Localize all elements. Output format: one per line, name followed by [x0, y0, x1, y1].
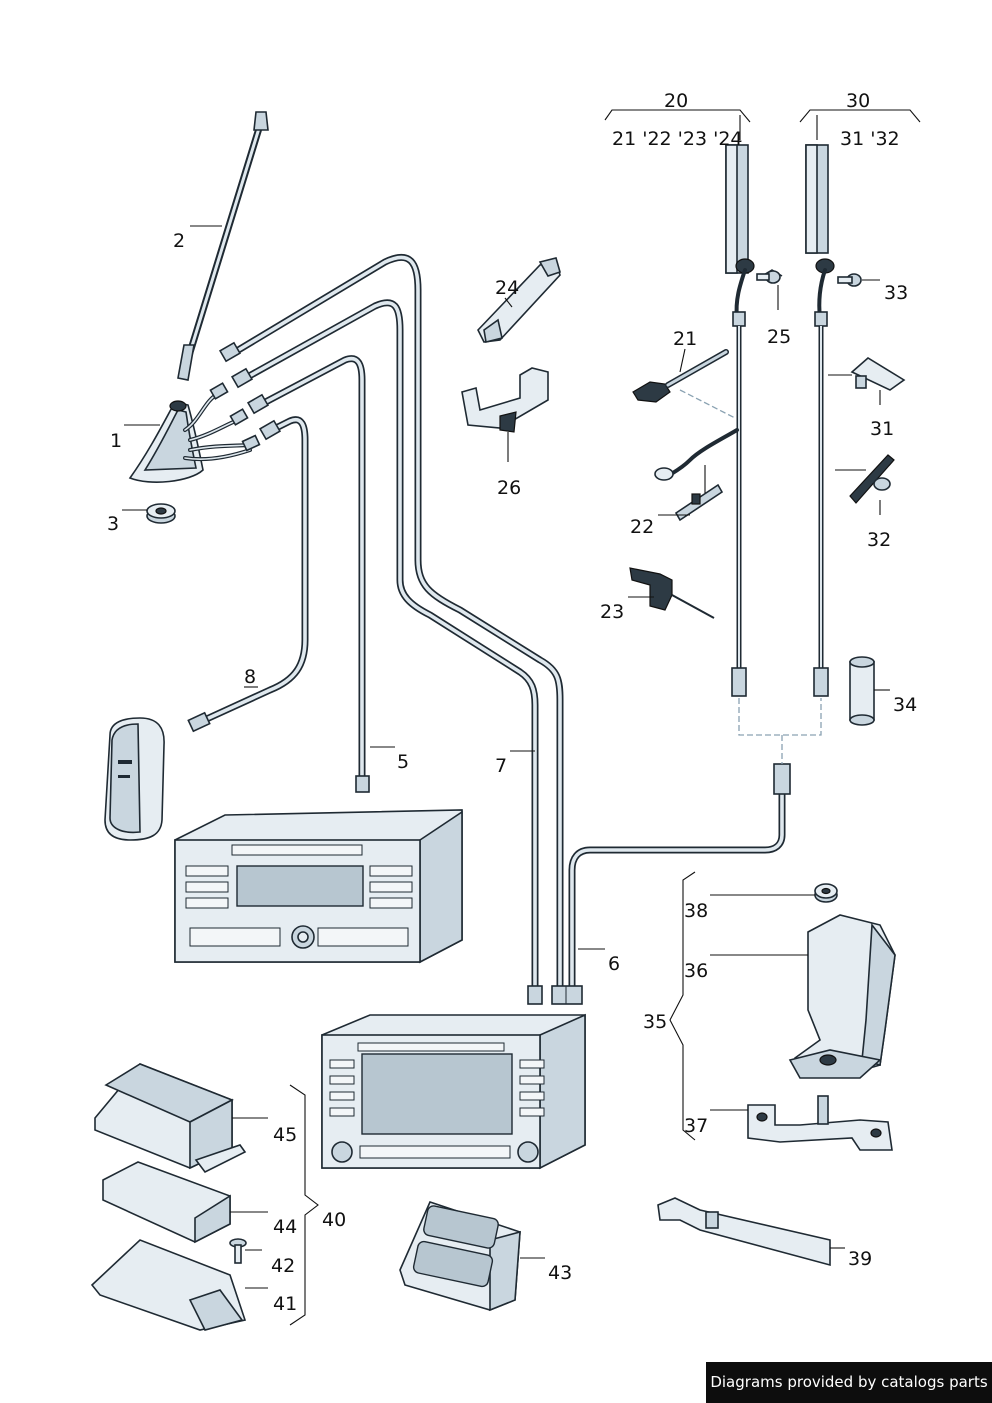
label-43: 43 — [548, 1262, 572, 1284]
screw-42 — [229, 1238, 247, 1264]
holder-26 — [461, 367, 549, 433]
sleeve-34 — [849, 656, 875, 726]
group-bracket-30 — [799, 109, 921, 123]
footer-credit[interactable]: Diagrams provided by catalogs parts — [706, 1362, 992, 1403]
holder-32 — [849, 454, 895, 504]
label-40: 40 — [322, 1209, 346, 1231]
nut-38 — [814, 883, 838, 903]
screw-33 — [837, 273, 862, 287]
bracket-24 — [477, 257, 561, 343]
module-insert-44 — [102, 1161, 231, 1244]
antenna-cables — [187, 253, 791, 1005]
label-20: 20 — [664, 90, 688, 112]
label-38: 38 — [684, 900, 708, 922]
label-23: 23 — [600, 601, 624, 623]
label-41: 41 — [273, 1293, 297, 1315]
label-44: 44 — [273, 1216, 297, 1238]
label-8: 8 — [244, 666, 256, 688]
module-bracket-41 — [90, 1239, 247, 1331]
antenna-module-30 — [805, 144, 835, 697]
wire-harness-21 — [632, 349, 739, 481]
bracket-31 — [850, 357, 906, 391]
antenna-pigtails — [183, 382, 261, 462]
label-31: 31 — [870, 418, 894, 440]
label-22: 22 — [630, 516, 654, 538]
label-26: 26 — [497, 477, 521, 499]
label-5: 5 — [397, 751, 409, 773]
label-2: 2 — [173, 230, 185, 252]
label-7: 7 — [495, 755, 507, 777]
label-39: 39 — [848, 1248, 872, 1270]
label-20-subparts: 21 '22 '23 '24 — [612, 128, 743, 150]
label-45: 45 — [273, 1124, 297, 1146]
label-3: 3 — [107, 513, 119, 535]
bar-39 — [657, 1197, 831, 1267]
dashed-link — [738, 698, 822, 736]
label-24: 24 — [495, 277, 519, 299]
clip-22 — [674, 483, 724, 522]
label-34: 34 — [893, 694, 917, 716]
connector-23 — [629, 567, 715, 619]
phone-cradle — [104, 717, 165, 841]
antenna-module-20 — [725, 144, 755, 697]
navigation-unit — [321, 1013, 586, 1170]
label-36: 36 — [684, 960, 708, 982]
dashed-link-21 — [679, 389, 736, 419]
label-33: 33 — [884, 282, 908, 304]
control-unit-43 — [399, 1201, 521, 1312]
label-21: 21 — [673, 328, 697, 350]
telephone-module-45 — [94, 1063, 247, 1174]
plate-37 — [747, 1095, 893, 1151]
antenna-nut — [146, 503, 176, 524]
label-32: 32 — [867, 529, 891, 551]
label-6: 6 — [608, 953, 620, 975]
brace-40 — [289, 1084, 319, 1326]
label-1: 1 — [110, 430, 122, 452]
label-30: 30 — [846, 90, 870, 112]
support-36 — [788, 914, 896, 1079]
group-bracket-20 — [604, 109, 751, 123]
brace-35 — [669, 871, 696, 1141]
antenna-rod — [177, 111, 269, 381]
radio-unit — [174, 809, 463, 964]
label-30-subparts: 31 '32 — [840, 128, 900, 150]
roof-antenna-base — [128, 400, 204, 483]
screw-25 — [756, 269, 783, 284]
label-25: 25 — [767, 326, 791, 348]
leader-lines — [122, 225, 890, 1289]
label-42: 42 — [271, 1255, 295, 1277]
label-35: 35 — [643, 1011, 667, 1033]
label-37: 37 — [684, 1115, 708, 1137]
